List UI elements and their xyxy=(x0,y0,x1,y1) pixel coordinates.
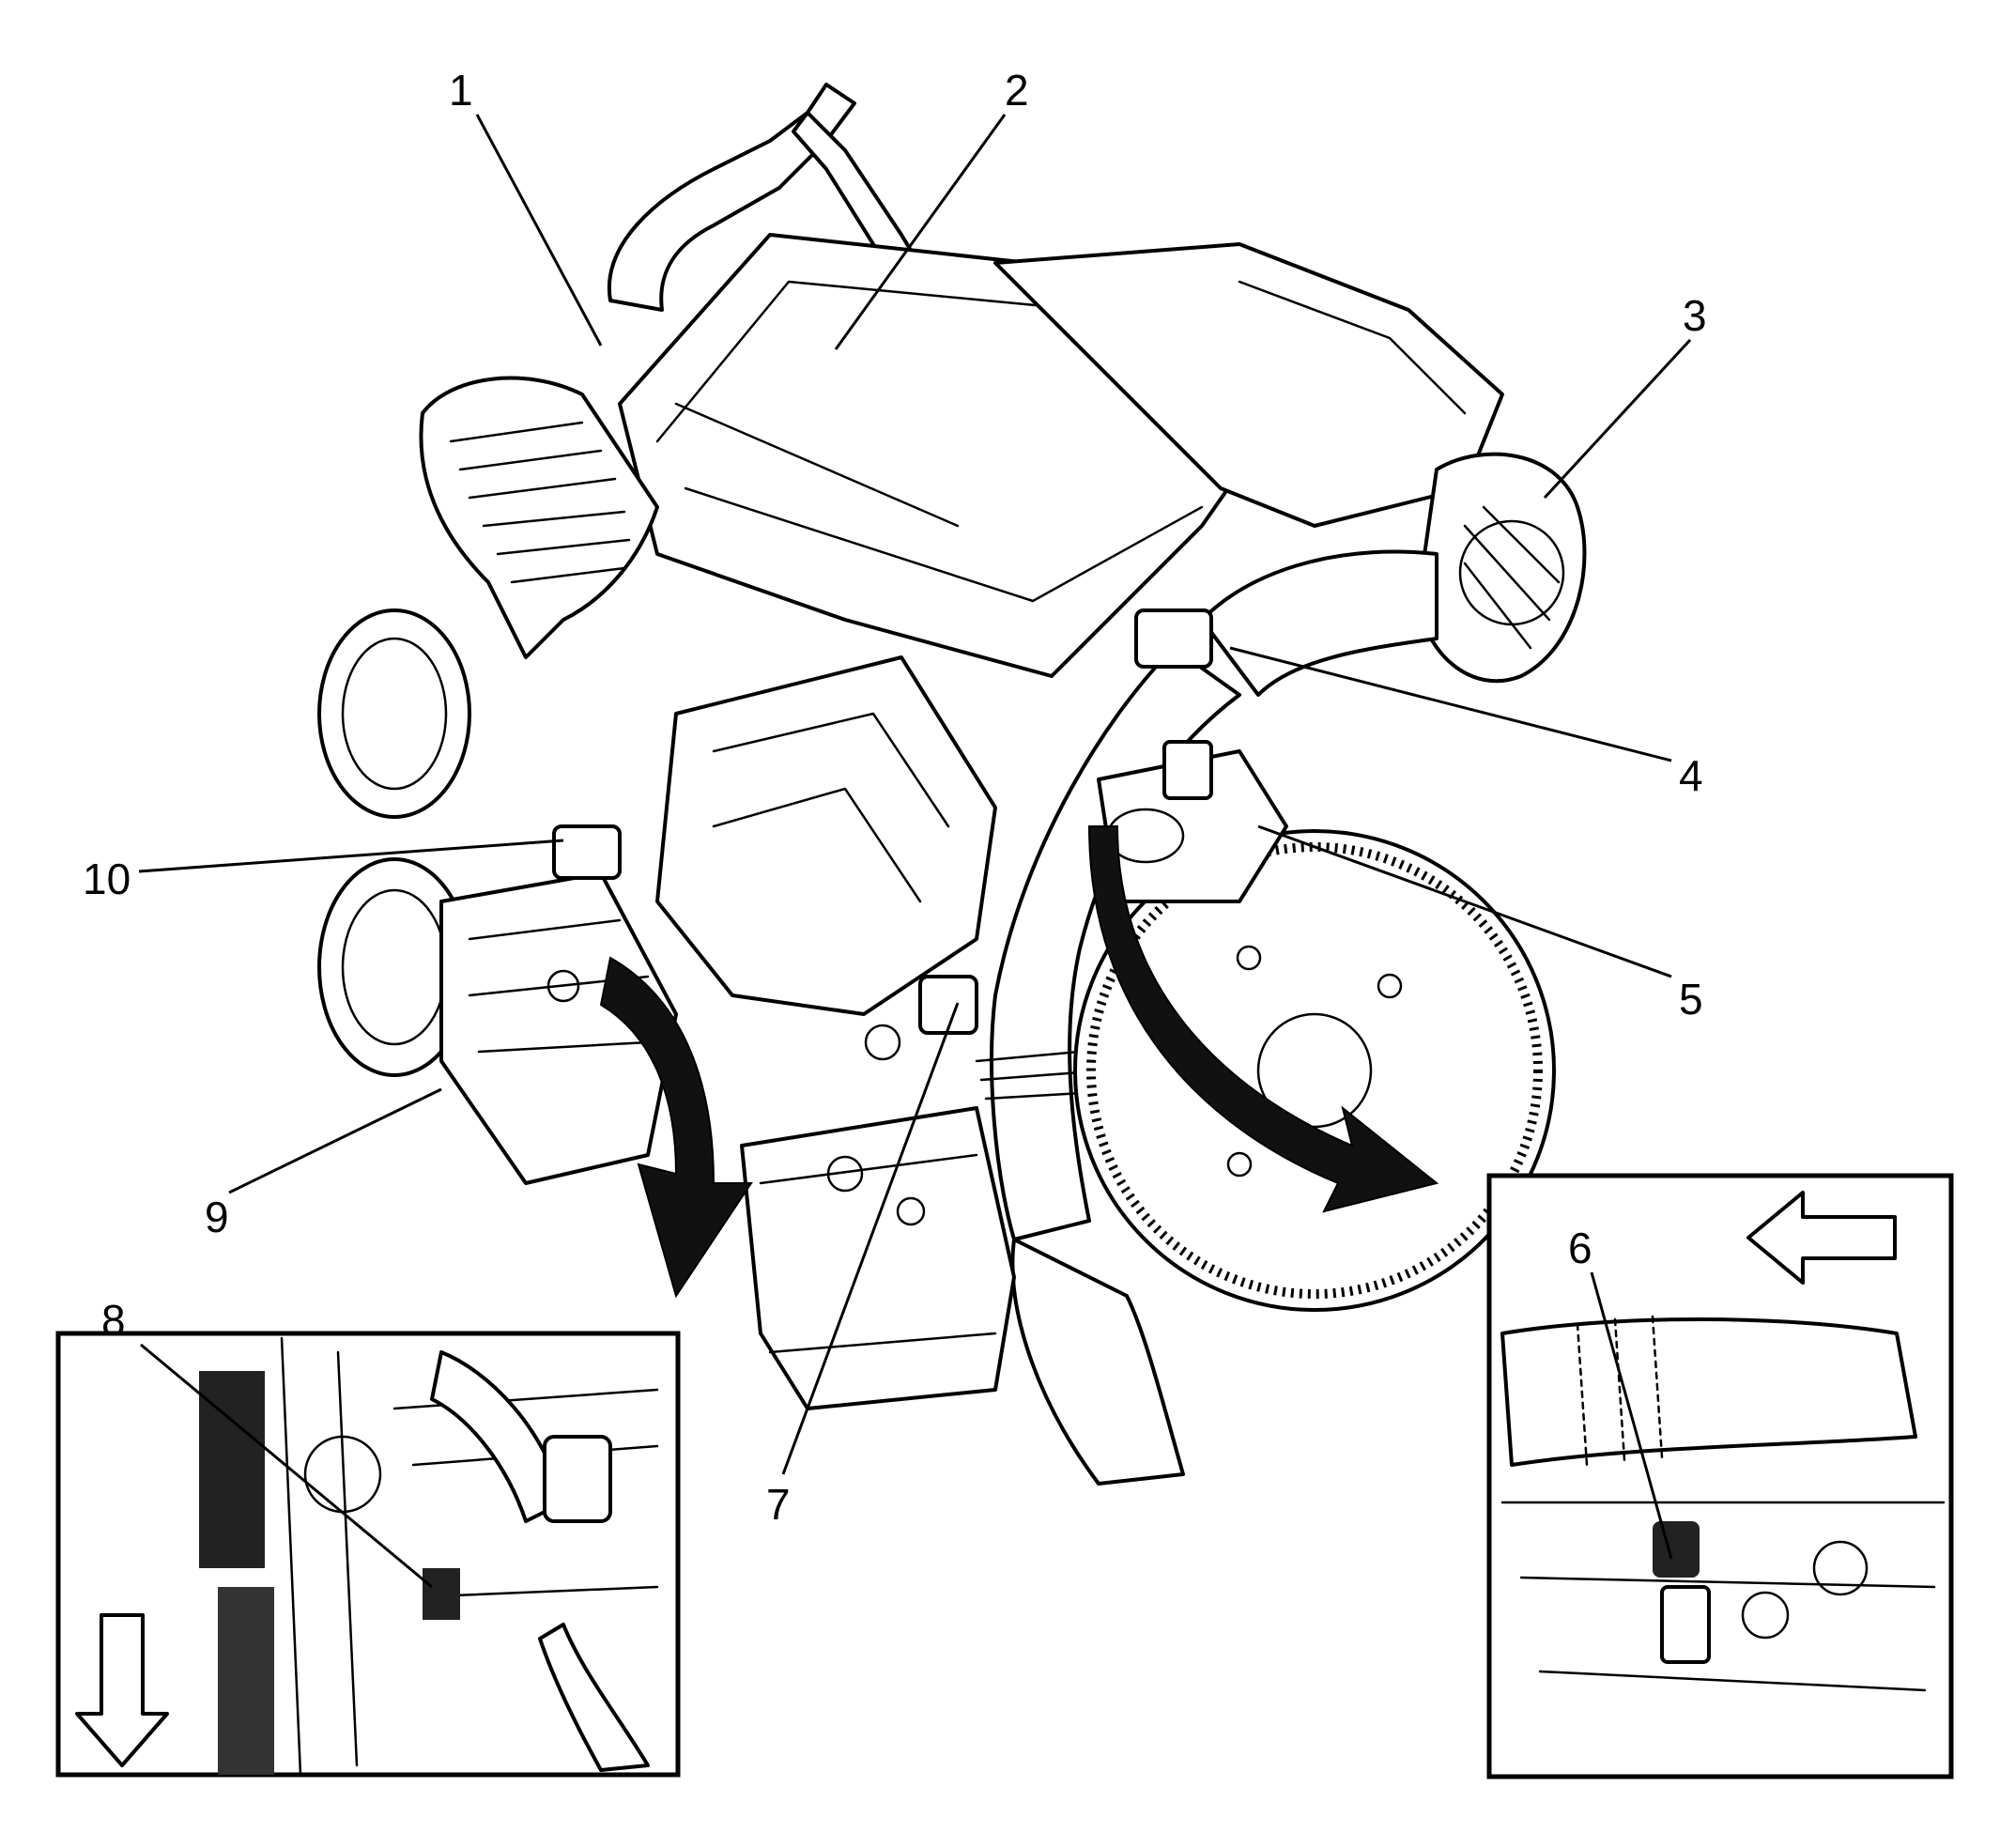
leader-lines xyxy=(138,114,1692,1589)
air-intake-tube xyxy=(419,376,659,659)
callout-5: 5 xyxy=(1679,975,1703,1024)
leader-line-6 xyxy=(1590,1271,1673,1560)
leader-line-3 xyxy=(1543,338,1692,500)
inset-engine-lines xyxy=(280,1336,659,1777)
inset-sensor xyxy=(423,1568,460,1620)
catalytic-converter xyxy=(740,1106,1016,1410)
leader-line-2 xyxy=(834,114,1007,350)
callout-6: 6 xyxy=(1568,1224,1592,1272)
inset-sensor xyxy=(1653,1521,1700,1578)
callout-10: 10 xyxy=(83,855,131,903)
inset-lower-hose xyxy=(538,1623,650,1772)
rotation-arrow xyxy=(599,956,753,1299)
inset-sensor-connector xyxy=(1660,1585,1711,1664)
converter-seams xyxy=(759,1153,997,1354)
callout-8: 8 xyxy=(101,1296,126,1345)
valve-cover-edge xyxy=(684,486,1204,603)
flywheel-bolt xyxy=(1236,945,1262,971)
inset-pipe-coupler xyxy=(1576,1315,1664,1467)
inset-connector xyxy=(543,1435,612,1523)
inset-engine-lines xyxy=(1500,1501,1946,1692)
heat-shield-ribs xyxy=(712,712,950,903)
sensor-connector xyxy=(1134,608,1213,669)
right-inset xyxy=(1486,1173,1954,1779)
callout-1: 1 xyxy=(449,66,473,115)
rotation-arrow xyxy=(1087,825,1439,1213)
upper-hose xyxy=(607,83,856,312)
inset-bolt xyxy=(1812,1540,1869,1596)
bolt xyxy=(546,969,580,1003)
callout-3: 3 xyxy=(1683,291,1707,340)
left-inset xyxy=(55,1331,681,1778)
sensor-connector xyxy=(918,975,978,1035)
ring-gear-teeth xyxy=(1086,842,1543,1299)
right-inset-frame xyxy=(1486,1173,1954,1779)
leader-line-10 xyxy=(138,839,564,873)
callout-4: 4 xyxy=(1679,751,1703,800)
bolt xyxy=(896,1196,926,1226)
flywheel-bolt xyxy=(1226,1151,1253,1178)
charge-air-pipe xyxy=(1200,549,1438,697)
bolt xyxy=(864,1024,901,1061)
leader-line-9 xyxy=(228,1087,442,1194)
callout-7: 7 xyxy=(766,1480,791,1529)
callout-9: 9 xyxy=(205,1193,229,1241)
inset-bolt xyxy=(1741,1591,1790,1640)
pipe-coupler xyxy=(975,1050,1084,1101)
bolt xyxy=(826,1155,864,1193)
engine-assembly xyxy=(317,83,1587,1486)
sensor-connector xyxy=(552,824,622,880)
throttle-body-ribs xyxy=(1463,505,1561,650)
left-arrow-icon xyxy=(1746,1191,1897,1285)
sensor-connector xyxy=(1162,740,1213,800)
valve-cover-ridge xyxy=(674,402,960,528)
pipe-lower-end xyxy=(1010,1238,1185,1486)
leader-line-8 xyxy=(140,1343,433,1589)
left-inset-frame xyxy=(55,1331,681,1778)
inset-pulley-lower xyxy=(218,1587,274,1775)
leader-line-5 xyxy=(1257,824,1672,978)
leader-line-7 xyxy=(781,1002,960,1475)
callout-labels: 1 2 3 4 5 6 7 8 9 10 xyxy=(83,66,1707,1529)
leader-line-4 xyxy=(1229,646,1672,762)
flywheel-bolt xyxy=(1377,973,1403,999)
intake-rail-edge xyxy=(1238,280,1467,415)
exhaust-heat-shield xyxy=(655,655,997,1016)
upper-pulley-groove xyxy=(341,637,448,791)
callout-2: 2 xyxy=(1005,66,1029,115)
flywheel xyxy=(1073,829,1556,1312)
leader-line-1 xyxy=(475,114,603,346)
down-arrow-icon xyxy=(75,1613,169,1767)
intake-tube-ribs xyxy=(449,421,631,584)
intake-rail xyxy=(993,242,1504,528)
inset-intercooler-pipe xyxy=(1500,1317,1917,1467)
